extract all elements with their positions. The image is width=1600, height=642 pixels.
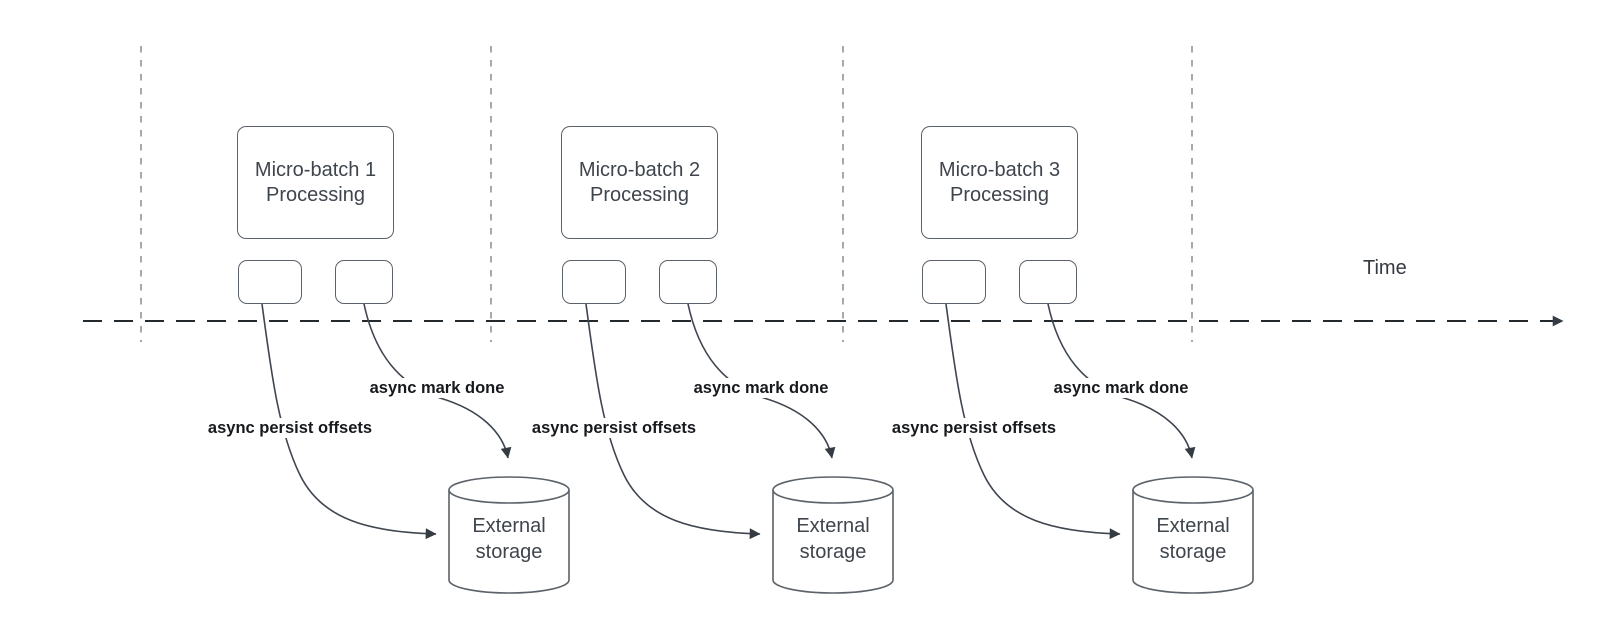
micro-batch-processing-box: Micro-batch 1 Processing (237, 126, 394, 239)
micro-batch-title: Micro-batch 2 (578, 158, 701, 181)
persist-offsets-task-box (562, 260, 626, 304)
storage-cylinder-top (1132, 476, 1254, 504)
persist-offsets-arrow (585, 303, 761, 540)
mark-done-task-box (659, 260, 717, 304)
storage-label: External storage (1156, 515, 1230, 563)
persist-offsets-arrow (261, 303, 437, 540)
persist-offsets-arrow (945, 303, 1121, 540)
micro-batch-title: Micro-batch 1 (254, 158, 377, 181)
micro-batch-subtitle: Processing (590, 183, 689, 206)
storage-cylinder-body (448, 490, 570, 594)
mark-done-label: async mark done (1050, 378, 1192, 398)
storage-label: External storage (472, 515, 546, 563)
micro-batch-title: Micro-batch 3 (938, 158, 1061, 181)
persist-offsets-task-box (922, 260, 986, 304)
storage-cylinder-body (1132, 490, 1254, 594)
persist-offsets-label: async persist offsets (888, 418, 1060, 438)
mark-done-label: async mark done (366, 378, 508, 398)
persist-offsets-label: async persist offsets (528, 418, 700, 438)
micro-batch-subtitle: Processing (266, 183, 365, 206)
micro-batch-processing-box: Micro-batch 2 Processing (561, 126, 718, 239)
storage-cylinder-body (772, 490, 894, 594)
mark-done-task-box (335, 260, 393, 304)
mark-done-label: async mark done (690, 378, 832, 398)
storage-label: External storage (796, 515, 870, 563)
storage-cylinder-top (448, 476, 570, 504)
mark-done-task-box (1019, 260, 1077, 304)
persist-offsets-label: async persist offsets (204, 418, 376, 438)
micro-batch-subtitle: Processing (950, 183, 1049, 206)
micro-batch-processing-box: Micro-batch 3 Processing (921, 126, 1078, 239)
persist-offsets-task-box (238, 260, 302, 304)
storage-cylinder-top (772, 476, 894, 504)
time-axis-label: Time (1363, 257, 1407, 279)
